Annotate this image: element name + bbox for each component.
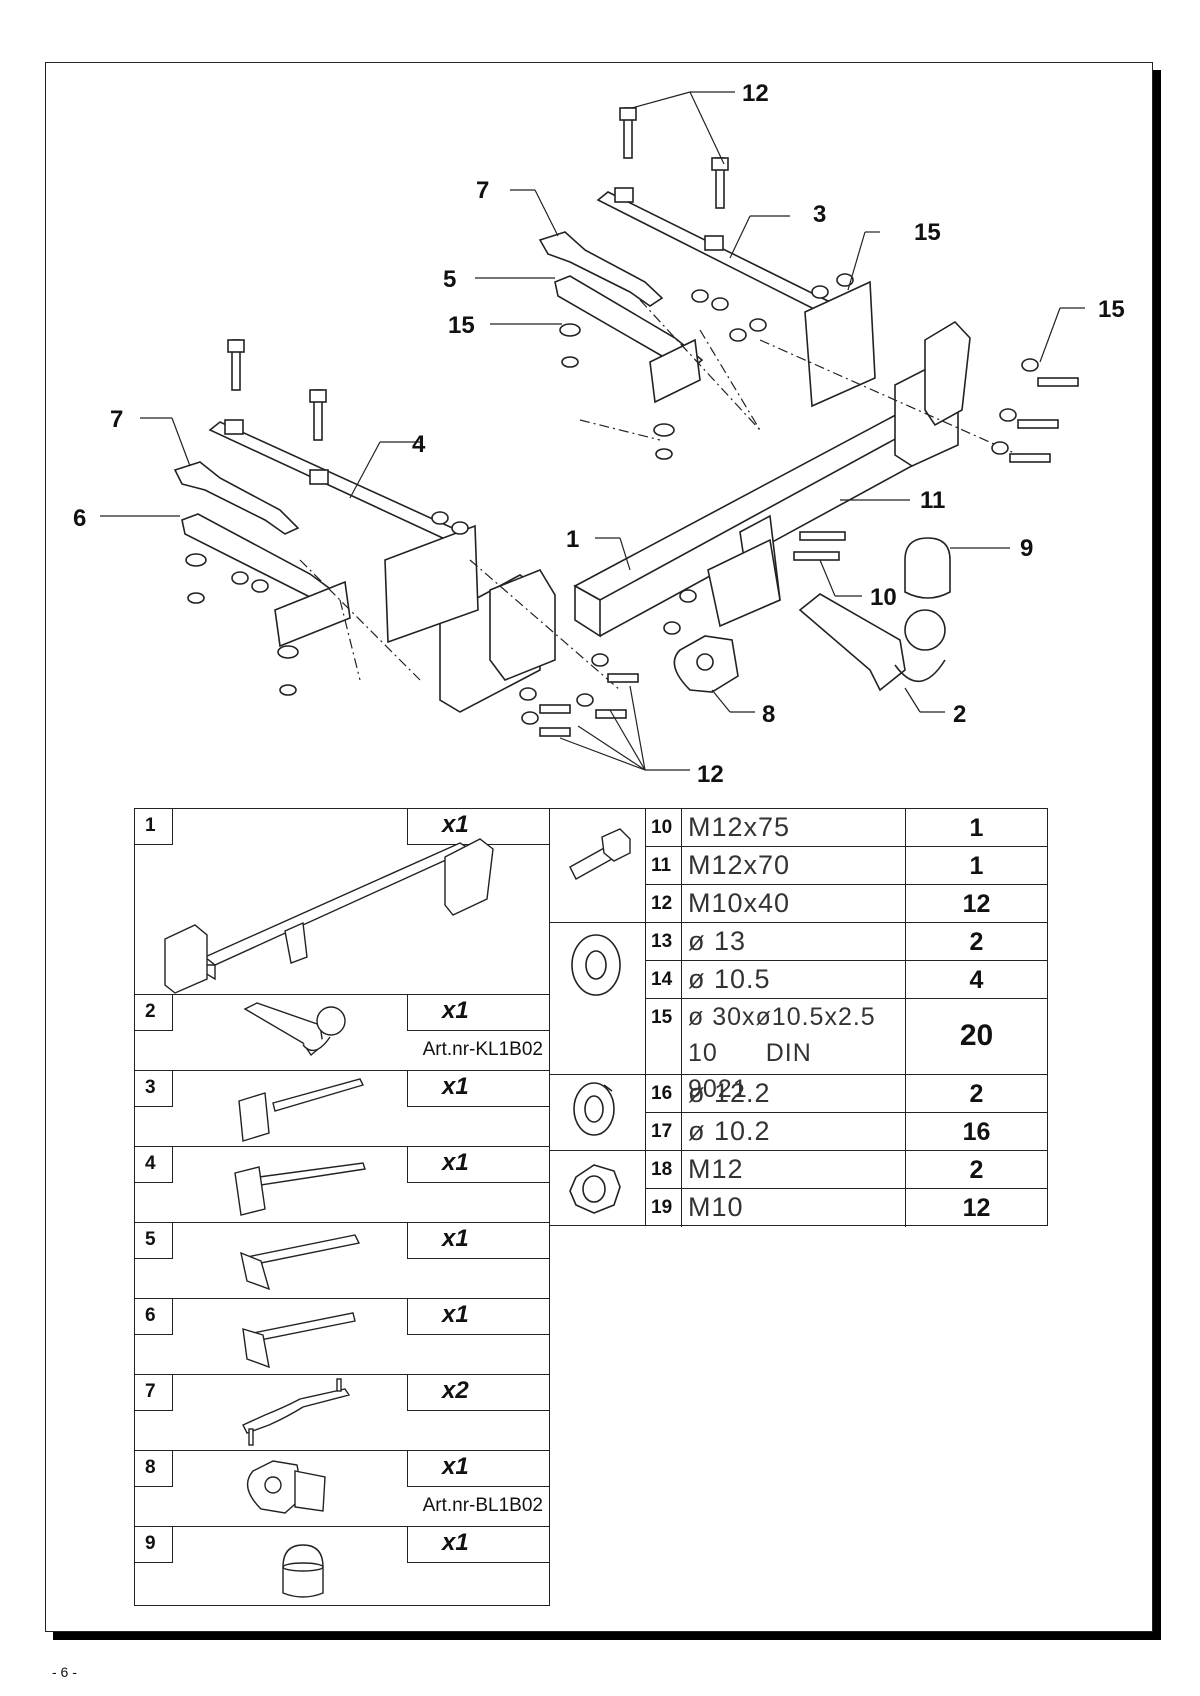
table-row: 3 x1 — [135, 1071, 549, 1147]
part-number: 2 — [135, 995, 173, 1031]
callout-15: 15 — [1098, 296, 1125, 323]
spring-washer-icon-cell — [550, 1075, 646, 1151]
frame-shadow — [53, 1632, 1161, 1640]
spring-washer-icon — [573, 1082, 615, 1136]
part-number: 5 — [135, 1223, 173, 1259]
table-row: 7 x2 — [135, 1375, 549, 1451]
part-number: 1 — [135, 809, 173, 845]
nut-icon — [569, 1164, 621, 1214]
article-number: Art.nr-BL1B02 — [422, 1495, 543, 1516]
table-row: 1 x1 — [135, 809, 549, 995]
callout-15: 15 — [448, 312, 475, 339]
bar-part-3 — [596, 187, 876, 408]
callout-8: 8 — [762, 701, 775, 728]
quantity: x1 — [407, 1223, 549, 1259]
washer-icon — [571, 934, 621, 996]
part-3-bar-icon — [238, 1078, 364, 1142]
callout-11: 11 — [920, 487, 945, 514]
part-2-ball-neck-icon — [243, 1002, 346, 1057]
part-number: 3 — [135, 1071, 173, 1107]
callout-7: 7 — [476, 177, 489, 204]
callout-4: 4 — [412, 431, 426, 458]
part-5-bracket-icon — [240, 1234, 361, 1291]
quantity: x1 — [407, 1071, 549, 1107]
callout-5: 5 — [443, 266, 456, 293]
part-8-socket-plate-icon — [246, 1460, 326, 1514]
part-number: 8 — [135, 1451, 173, 1487]
washer-icon-cell — [550, 923, 646, 1075]
article-number: Art.nr-KL1B02 — [422, 1039, 543, 1060]
quantity: x1 — [407, 1527, 549, 1563]
callout-7: 7 — [110, 406, 123, 433]
ball-neck-part-2 — [798, 593, 946, 692]
socket-plate-part-8 — [673, 635, 739, 693]
parts-table-left: 1 x1 2 x1 Art.nr-KL1B02 3 x1 — [134, 808, 550, 1606]
table-row: 2 x1 Art.nr-KL1B02 — [135, 995, 549, 1071]
quantity: x1 — [407, 1451, 549, 1487]
bar-part-4 — [208, 419, 479, 644]
part-1-crossbar-icon — [164, 838, 494, 994]
quantity: x1 — [407, 995, 549, 1031]
quantity: x2 — [407, 1375, 549, 1411]
quantity: x1 — [407, 1299, 549, 1335]
frame-shadow — [1153, 70, 1161, 1640]
page-frame — [45, 62, 1153, 1632]
part-7-strap-icon — [242, 1378, 351, 1446]
bracket-part-6 — [173, 461, 351, 648]
callout-9: 9 — [1020, 535, 1033, 562]
quantity: x1 — [407, 1147, 549, 1183]
callout-15: 15 — [914, 219, 941, 246]
part-number: 7 — [135, 1375, 173, 1411]
table-row: 8 x1 Art.nr-BL1B02 — [135, 1451, 549, 1527]
bracket-part-5 — [538, 231, 704, 404]
callout-6: 6 — [73, 505, 86, 532]
callout-12: 12 — [742, 80, 769, 107]
part-9-ball-cap-icon — [282, 1544, 324, 1598]
table-row: 9 x1 — [135, 1527, 549, 1605]
callout-3: 3 — [813, 201, 826, 228]
part-4-bar-icon — [234, 1162, 366, 1216]
part-number: 6 — [135, 1299, 173, 1335]
callout-12: 12 — [697, 761, 724, 788]
part-6-bracket-icon — [242, 1312, 356, 1369]
part-number: 4 — [135, 1147, 173, 1183]
ball-cap-part-9 — [904, 537, 951, 599]
part-number: 9 — [135, 1527, 173, 1563]
bolt-icon — [569, 828, 631, 880]
table-row: 5 x1 — [135, 1223, 549, 1299]
exploded-assembly-drawing: 12 3 15 15 7 5 15 7 4 6 1 11 9 10 8 2 12 — [73, 80, 1125, 788]
nut-icon-cell — [550, 1151, 646, 1225]
callout-1: 1 — [566, 526, 579, 553]
bolt-icon-cell — [550, 809, 646, 923]
table-row: 4 x1 — [135, 1147, 549, 1223]
callout-10: 10 — [870, 584, 897, 611]
callout-2: 2 — [953, 701, 966, 728]
page-number: - 6 - — [52, 1664, 77, 1680]
table-row: 6 x1 — [135, 1299, 549, 1375]
